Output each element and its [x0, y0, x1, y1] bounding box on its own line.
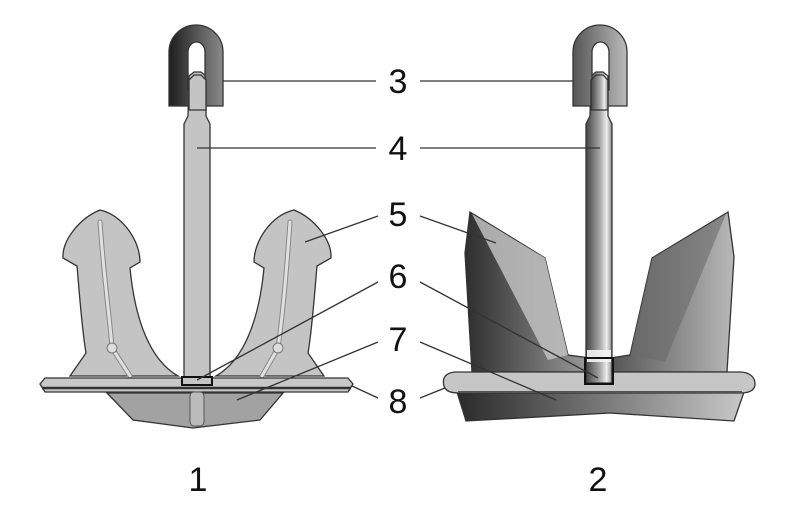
crown-pin: [189, 391, 205, 427]
shank: [183, 71, 211, 384]
label-4: 4: [389, 130, 408, 168]
crown: [456, 391, 745, 422]
shackle: [572, 24, 628, 107]
label-6: 6: [389, 258, 408, 296]
shank-highlight: [587, 350, 611, 362]
anchor-1: [39, 24, 354, 429]
fluke-face: [630, 214, 726, 362]
figure-label-1: 1: [189, 461, 208, 499]
leader-lines: [196, 80, 600, 401]
fluke-pivot: [106, 342, 118, 354]
fluke-left: [62, 209, 181, 377]
fluke-face: [472, 214, 568, 360]
fluke-right: [213, 209, 332, 377]
shank-eye: [590, 74, 609, 111]
label-8: 8: [389, 383, 408, 421]
shank-eye: [188, 74, 207, 111]
label-5: 5: [389, 196, 408, 234]
shank-socket: [181, 376, 213, 386]
shackle: [168, 24, 224, 107]
shank: [585, 71, 613, 384]
figure-label-2: 2: [589, 461, 608, 499]
label-3: 3: [389, 63, 408, 101]
anchor-2: [442, 24, 756, 422]
fluke-pivot: [272, 342, 284, 354]
label-7: 7: [389, 321, 408, 359]
